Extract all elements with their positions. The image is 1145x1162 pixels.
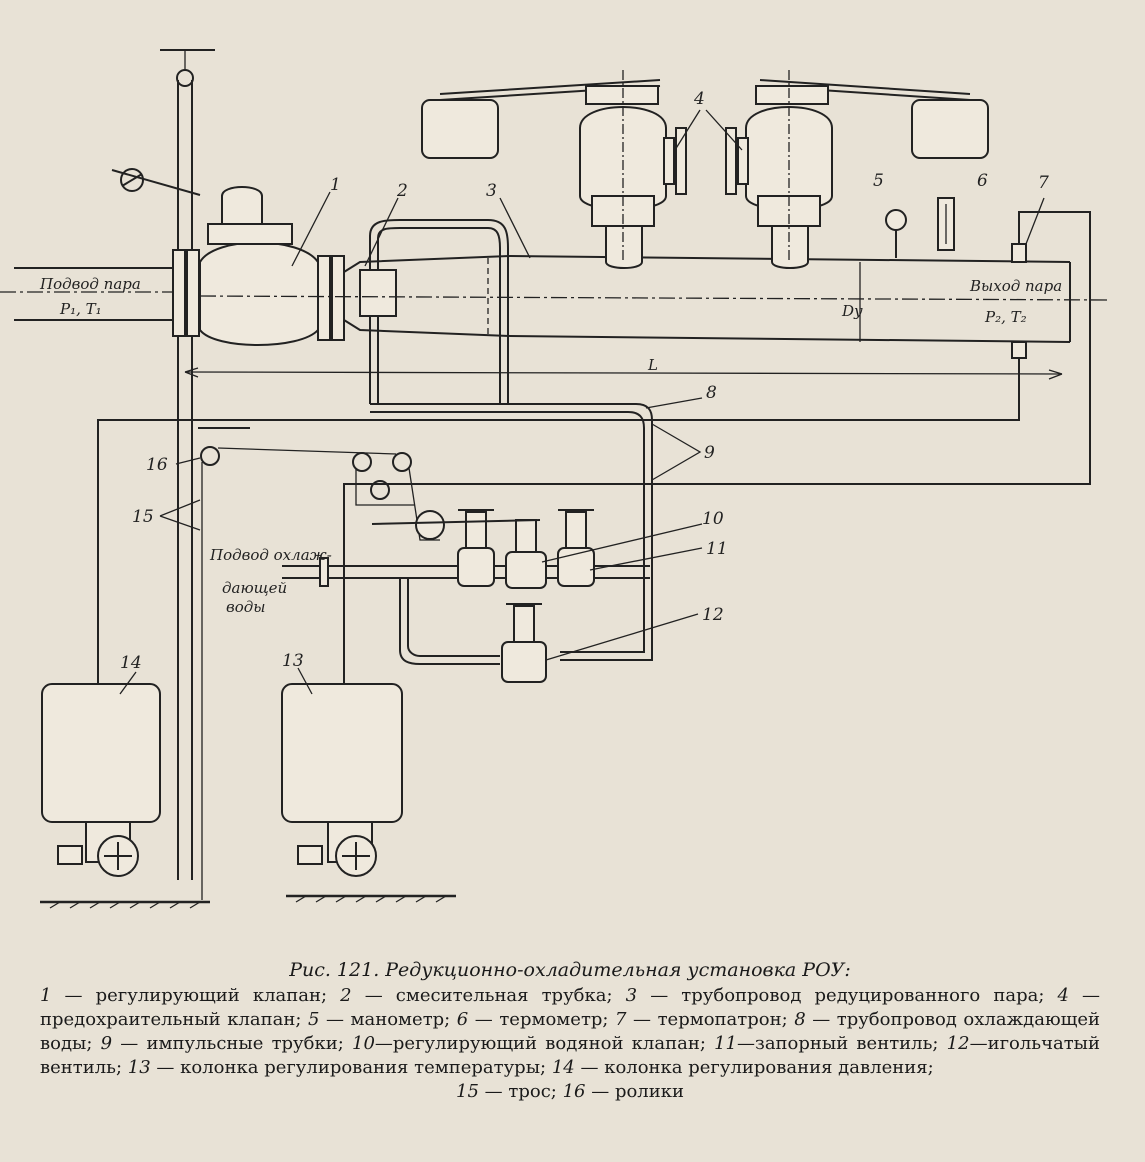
callout-2: 2 <box>396 181 408 201</box>
legend-text: регулирующий водяной клапан; <box>392 1033 706 1054</box>
vertical-rod <box>160 49 215 880</box>
temperature-column-13 <box>281 683 456 903</box>
legend-num: 14 <box>551 1057 575 1078</box>
diameter-label: Dy <box>841 302 863 320</box>
legend-text: импульсные трубки; <box>146 1033 344 1054</box>
impulse-tubes-9 <box>97 419 650 684</box>
callout-7: 7 <box>1038 173 1049 193</box>
legend-num: 3 <box>625 985 638 1006</box>
legend-text: колонка регулирования температуры; <box>180 1057 547 1078</box>
legend-num: 12 <box>946 1033 970 1054</box>
cable-15 <box>355 467 440 541</box>
needle-valve-12 <box>501 603 547 683</box>
regulating-valve-1 <box>111 168 319 346</box>
safety-valve-right <box>725 70 989 269</box>
water-inlet-label-3: воды <box>226 598 266 616</box>
legend-text: трос; <box>508 1081 557 1102</box>
steam-inlet-params: P₁, T₁ <box>59 300 102 318</box>
caption-last-line: 15 — трос; 16 — ролики <box>456 1081 684 1102</box>
legend-num: 7 <box>615 1009 627 1030</box>
callout-3: 3 <box>486 181 497 201</box>
figure-caption: Рис. 121. Редукционно-охладительная уста… <box>40 958 1100 1104</box>
legend-num: 11 <box>714 1033 737 1054</box>
steam-outlet-label: Выход пара <box>969 277 1062 295</box>
legend-text: запорный вентиль; <box>755 1033 939 1054</box>
legend-num: 13 <box>127 1057 151 1078</box>
callout-11: 11 <box>706 539 728 559</box>
callout-5: 5 <box>873 171 884 191</box>
cooling-water-pipeline-8 <box>370 403 653 661</box>
steam-inlet-label: Подвод пара <box>39 275 141 293</box>
manometer-5 <box>885 209 907 258</box>
steam-inlet-pipe <box>0 249 200 337</box>
legend-num: 2 <box>340 985 352 1006</box>
legend-text: термопатрон; <box>657 1009 788 1030</box>
length-label: L <box>647 356 658 374</box>
legend-num: 15 <box>456 1081 479 1102</box>
steam-outlet-params: P₂, T₂ <box>984 308 1027 326</box>
callout-9: 9 <box>704 443 715 463</box>
legend-num: 9 <box>100 1033 113 1054</box>
safety-valve-left <box>421 70 687 269</box>
callout-4: 4 <box>693 89 705 109</box>
callout-15: 15 <box>132 507 154 527</box>
caption-legend: 1 — регулирующий клапан; 2 — смесительна… <box>40 985 1101 1078</box>
shutoff-valve-11 <box>557 509 595 587</box>
callouts: 1 2 3 4 5 6 7 8 9 10 11 12 13 14 15 16 <box>119 89 1049 695</box>
legend-text: трубопровод охлаждающей воды; <box>40 1009 1101 1054</box>
callout-1: 1 <box>330 175 341 195</box>
legend-text: смесительная трубка; <box>395 985 613 1006</box>
callout-10: 10 <box>702 509 724 529</box>
legend-num: 16 <box>562 1081 586 1102</box>
legend-num: 5 <box>307 1009 320 1030</box>
legend-num: 1 <box>40 985 52 1006</box>
legend-text: предохраительный клапан; <box>40 1009 302 1030</box>
callout-14: 14 <box>120 653 142 673</box>
callout-16: 16 <box>146 455 168 475</box>
legend-text: регулирующий клапан; <box>95 985 328 1006</box>
rollers-16 <box>198 427 412 900</box>
legend-text: ролики <box>614 1081 684 1102</box>
legend-text: трубопровод редуцированного пара; <box>681 985 1045 1006</box>
length-dimension <box>184 367 1063 380</box>
caption-title: Рис. 121. Редукционно-охладительная уста… <box>289 959 851 981</box>
callout-8: 8 <box>706 383 717 403</box>
thermocouple-7 <box>650 211 1091 485</box>
legend-num: 10 <box>352 1033 375 1054</box>
legend-num: 8 <box>794 1009 806 1030</box>
legend-text: манометр; <box>350 1009 451 1030</box>
pressure-column-14 <box>40 683 210 909</box>
legend-text: игольчатый вентиль; <box>40 1033 1100 1078</box>
legend-text: колонка регулирования давления; <box>604 1057 934 1078</box>
callout-13: 13 <box>282 651 304 671</box>
water-inlet-label-2: дающей <box>222 579 287 597</box>
thermometer-6 <box>937 197 955 251</box>
legend-text: термометр; <box>499 1009 609 1030</box>
legend-num: 4 <box>1057 985 1069 1006</box>
water-inlet-label-1: Подвод охлаж- <box>209 546 332 564</box>
mixing-tube-2 <box>343 219 511 404</box>
callout-6: 6 <box>977 171 988 191</box>
legend-num: 6 <box>456 1009 469 1030</box>
regulating-water-valve-10 <box>371 519 547 589</box>
callout-12: 12 <box>702 605 724 625</box>
